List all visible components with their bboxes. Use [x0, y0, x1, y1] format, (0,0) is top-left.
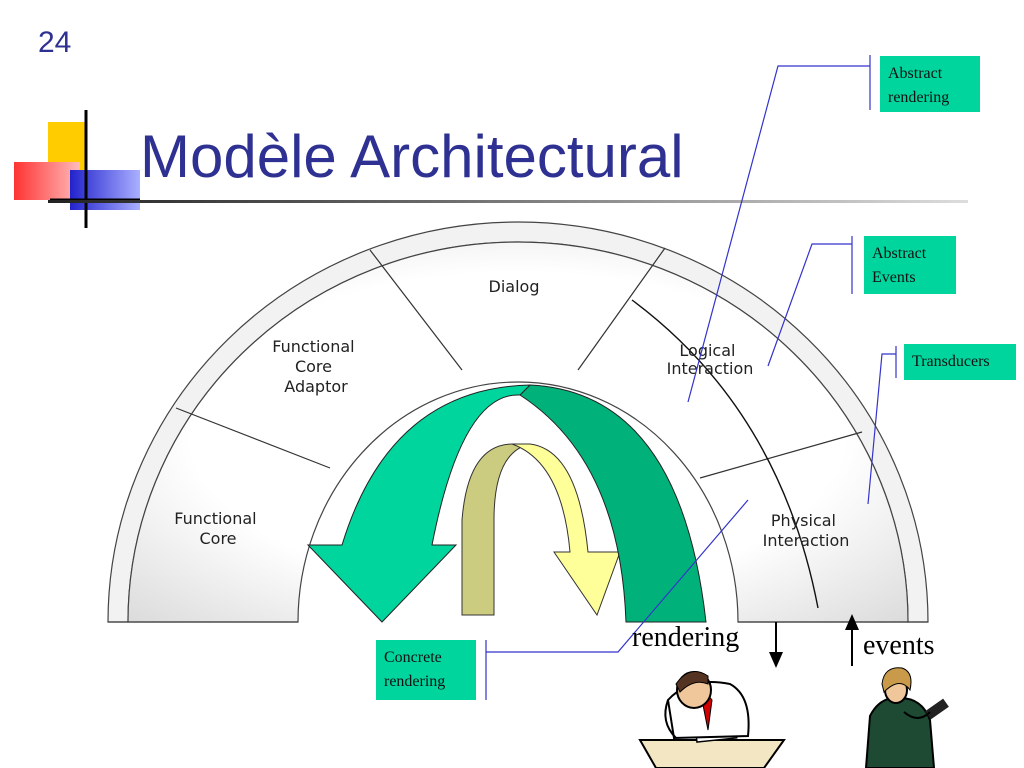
arch-body — [127, 241, 909, 623]
label-functional-core: Functional Core — [174, 509, 261, 548]
tired-man-at-desk-icon — [638, 671, 786, 768]
divider-logical-physical — [699, 431, 863, 479]
title-rule — [48, 200, 968, 203]
events-label: events — [863, 630, 935, 661]
label-logical-interaction: Logical Interaction — [667, 341, 754, 378]
slide-title: Modèle Architectural — [140, 123, 684, 190]
leader-concrete-rendering — [486, 499, 749, 653]
callout-abstract-rendering-line1: Abstract — [888, 65, 943, 82]
callout-abstract-rendering: Abstract rendering — [880, 56, 980, 112]
label-physical-interaction: Physical Interaction — [763, 511, 850, 550]
callout-concrete-rendering: Concrete rendering — [376, 640, 476, 700]
page-number: 24 — [38, 26, 72, 59]
divider-core-adaptor — [175, 407, 331, 469]
inner-curve — [631, 299, 819, 609]
events-arrow-up-icon — [845, 614, 859, 630]
callout-abstract-rendering-line2: rendering — [888, 89, 950, 106]
callout-abstract-events: Abstract Events — [864, 236, 956, 294]
rendering-arrow-down-icon — [769, 652, 783, 668]
small-arrow-yellow — [511, 443, 621, 617]
big-arrow-dark — [519, 384, 707, 623]
big-arrow-light — [306, 384, 532, 623]
callout-abstract-events-line1: Abstract — [872, 245, 927, 262]
rendering-label: rendering — [632, 622, 739, 653]
label-functional-core-adaptor: Functional Core Adaptor — [272, 337, 359, 396]
callout-transducers: Transducers — [904, 344, 1016, 380]
divider-adaptor-dialog — [369, 249, 463, 371]
callout-concrete-rendering-line1: Concrete — [384, 649, 442, 666]
callout-transducers-line1: Transducers — [912, 353, 990, 370]
label-dialog: Dialog — [489, 277, 540, 296]
leader-abstract-events — [767, 243, 852, 367]
callout-abstract-events-line2: Events — [872, 269, 916, 286]
woman-with-phone-icon — [864, 667, 949, 768]
small-arrow-olive — [461, 443, 531, 616]
divider-dialog-logical — [577, 247, 666, 371]
leader-abstract-rendering — [687, 65, 870, 403]
leader-transducers — [867, 353, 896, 505]
callout-concrete-rendering-line2: rendering — [384, 673, 446, 690]
